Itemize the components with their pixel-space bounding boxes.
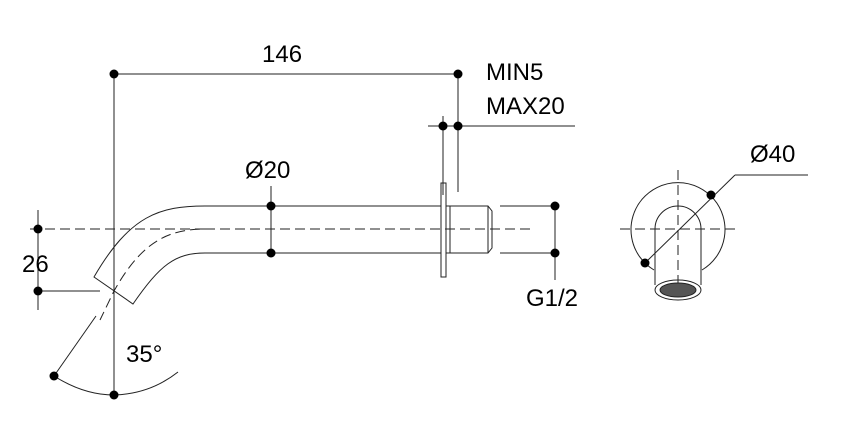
thread-dimension: G1/2 [500, 201, 578, 312]
wall-min-label: MIN5 [486, 59, 543, 86]
wall-thickness-dimension: MIN5 MAX20 [428, 59, 575, 195]
angle-dimension: 35° [49, 315, 179, 400]
angle-label: 35° [126, 341, 162, 368]
length-dimension: 146 [109, 41, 463, 395]
drop-label: 26 [22, 251, 49, 278]
pipe-diameter-label: Ø20 [245, 157, 290, 184]
length-label: 146 [262, 41, 302, 68]
spout-side-view [30, 182, 530, 321]
aerator-icon [659, 282, 697, 298]
pipe-diameter-dimension: Ø20 [245, 157, 290, 258]
thread-label: G1/2 [526, 285, 578, 312]
spout-front-view: Ø40 [620, 141, 808, 301]
wall-max-label: MAX20 [486, 93, 565, 120]
drop-dimension: 26 [22, 210, 100, 310]
rosette-diameter-label: Ø40 [750, 141, 795, 168]
